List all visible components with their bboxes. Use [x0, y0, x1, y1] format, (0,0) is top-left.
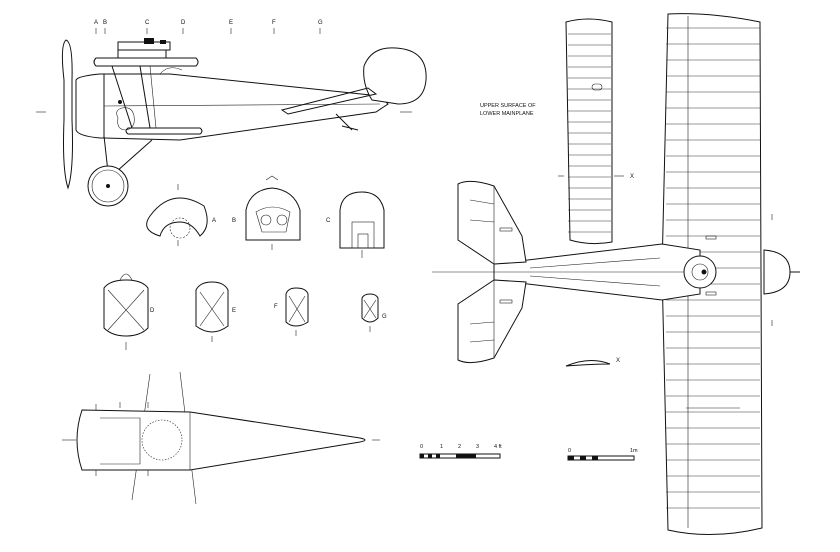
- station-letter-f: F: [272, 20, 276, 26]
- plan-station-ticks: [95, 402, 149, 476]
- section-a: A: [146, 184, 216, 246]
- cockpit-ring: [683, 255, 717, 289]
- section-b: B: [232, 175, 301, 250]
- scale-ft-tick-4: 4 ft: [494, 444, 502, 450]
- section-label-c: C: [326, 218, 331, 224]
- lower-wing-side: [125, 127, 203, 135]
- station-letter-b: B: [103, 20, 107, 26]
- lower-mainplane-panel: X: [558, 18, 634, 245]
- section-label-f: F: [274, 304, 278, 310]
- scale-ft-tick-3: 3: [476, 444, 479, 450]
- section-label-x: X: [616, 358, 620, 364]
- engine-cowling: [75, 73, 105, 139]
- section-label-b: B: [232, 218, 236, 224]
- plan-view: [432, 13, 800, 535]
- machine-gun: [117, 38, 171, 58]
- strut-v-1: [111, 65, 133, 129]
- station-letter-e: E: [229, 20, 233, 26]
- scale-bar-metres: 0 1m: [567, 448, 638, 461]
- section-label-x-top: X: [630, 174, 634, 180]
- note-line-1: UPPER SURFACE OF: [480, 103, 536, 109]
- landing-gear-side: [87, 135, 153, 207]
- fuselage-side: [103, 73, 389, 141]
- section-e: E: [195, 281, 236, 342]
- scale-bar-feet: 0 1 2 3 4 ft: [419, 444, 502, 459]
- lower-wing-ribs: [568, 33, 611, 233]
- side-panel-cutout: [116, 107, 135, 131]
- section-label-a: A: [212, 218, 216, 224]
- section-g: G: [361, 293, 387, 332]
- section-f: F: [274, 287, 309, 336]
- engine-cowl-plan: [763, 249, 791, 295]
- cockpit-opening: [159, 67, 183, 75]
- section-label-g: G: [382, 314, 387, 320]
- section-c: C: [326, 191, 385, 258]
- wing-note: UPPER SURFACE OF LOWER MAINPLANE: [480, 103, 536, 117]
- note-line-2: LOWER MAINPLANE: [480, 111, 534, 117]
- section-label-e: E: [232, 308, 236, 314]
- upper-wing-side: [93, 57, 199, 67]
- section-label-d: D: [150, 308, 155, 314]
- station-letter-d: D: [181, 20, 186, 26]
- section-d: D: [103, 273, 155, 350]
- station-letter-a: A: [94, 20, 98, 26]
- scale-m-tick-0: 0: [568, 448, 571, 454]
- propeller-side: [61, 39, 73, 190]
- scale-ft-tick-1: 1: [440, 444, 443, 450]
- scale-m-tick-1: 1m: [630, 448, 638, 454]
- scale-ft-tick-0: 0: [420, 444, 423, 450]
- cross-sections: A B C D: [103, 175, 387, 350]
- fuselage-plan-view: [62, 371, 380, 505]
- strut-v-2: [139, 65, 151, 129]
- upper-wing-ribs: [666, 27, 760, 509]
- station-markers: A B C D E F G: [94, 20, 323, 34]
- station-letter-g: G: [318, 20, 323, 26]
- rudder-side: [363, 47, 427, 105]
- tailplane-plan-upper: [457, 180, 527, 265]
- scale-ft-tick-2: 2: [458, 444, 461, 450]
- tailplane-side: [280, 87, 378, 115]
- tailplane-plan-lower: [457, 279, 527, 364]
- aerofoil-section: X: [565, 358, 620, 367]
- side-view: A B C D E F G: [36, 20, 427, 207]
- station-letter-c: C: [145, 20, 150, 26]
